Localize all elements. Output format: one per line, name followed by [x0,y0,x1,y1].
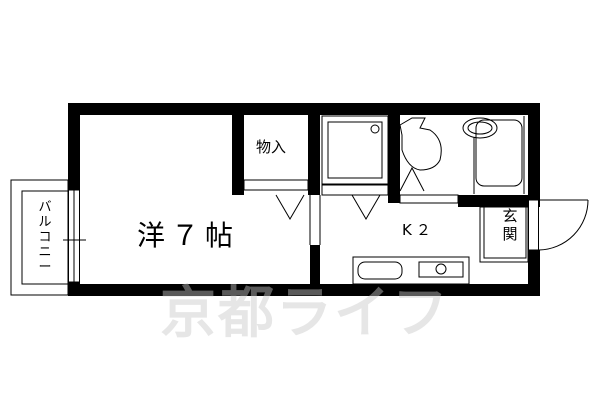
sink [357,261,403,280]
room-label-closet: 物入 [256,138,287,156]
partition [309,195,321,245]
entry-door [528,199,589,251]
room-label-balcony: バルコニー [38,200,52,275]
outer-walls [68,103,540,296]
bathtub [462,116,525,194]
toilet [399,117,459,204]
closet-door [243,179,309,220]
burner [435,263,447,275]
room-label-western: 洋７帖 [137,219,240,252]
kitchen-counter [352,256,470,285]
room-label-kitchen: K２ [402,221,435,239]
shower-unit [321,115,389,220]
room-label-entrance: 玄関 [502,207,518,243]
balcony-window [63,189,86,283]
watermark: 京都ライフ [160,281,450,346]
interior-walls [232,115,540,285]
